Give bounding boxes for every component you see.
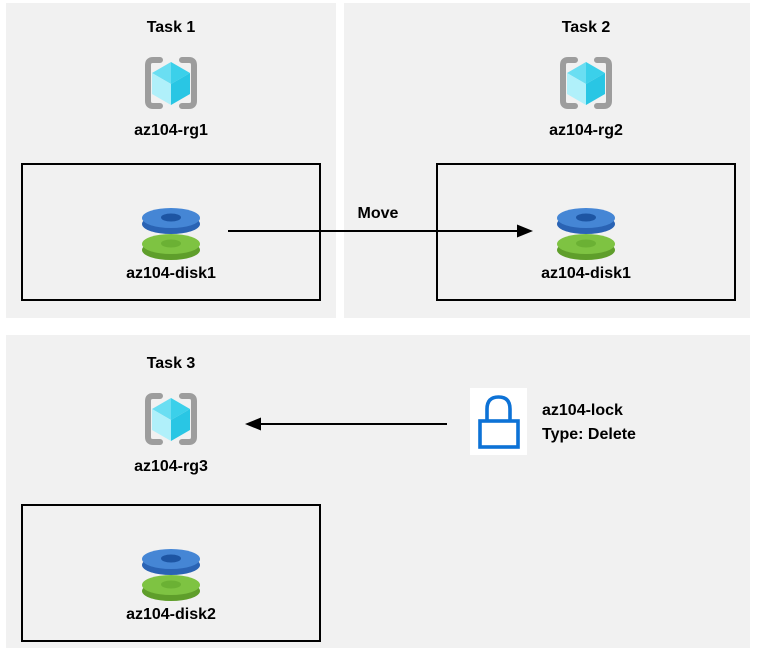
resource-group-icon bbox=[140, 53, 202, 113]
disk-name: az104-disk1 bbox=[126, 265, 216, 282]
resource-group-name: az104-rg2 bbox=[549, 122, 623, 139]
resource-box: az104-disk1 bbox=[436, 163, 736, 301]
task2-title: Task 2 bbox=[561, 19, 611, 36]
task3-title: Task 3 bbox=[146, 355, 196, 372]
task1-title: Task 1 bbox=[146, 19, 196, 36]
disk-name: az104-disk1 bbox=[541, 265, 631, 282]
managed-disk-icon bbox=[555, 205, 617, 261]
lock-name: az104-lock bbox=[542, 402, 623, 419]
managed-disk-icon bbox=[140, 205, 202, 261]
resource-group-icon bbox=[555, 53, 617, 113]
resource-group-name: az104-rg1 bbox=[134, 122, 208, 139]
lock-icon bbox=[470, 388, 527, 455]
resource-box: az104-disk1 bbox=[21, 163, 321, 301]
lock-type: Type: Delete bbox=[542, 426, 636, 443]
task1-panel: Task 1 az104-rg1 az104-disk1 bbox=[6, 3, 336, 318]
move-arrow-label: Move bbox=[357, 205, 399, 222]
resource-group-name: az104-rg3 bbox=[134, 458, 208, 475]
resource-group-icon bbox=[140, 389, 202, 449]
disk-name: az104-disk2 bbox=[126, 606, 216, 623]
task1-content: Task 1 az104-rg1 az104-disk1 bbox=[6, 3, 336, 318]
lock-body bbox=[478, 419, 520, 449]
lock-annotation: az104-lock Type: Delete bbox=[542, 399, 636, 447]
task2-content: Task 2 az104-rg2 az104-disk1 bbox=[421, 3, 751, 318]
lock-shackle bbox=[485, 395, 512, 422]
task3-content: Task 3 az104-rg3 az104-disk2 bbox=[6, 339, 336, 652]
task2-panel: Task 2 az104-rg2 az104-disk1 bbox=[344, 3, 750, 318]
resource-box: az104-disk2 bbox=[21, 504, 321, 642]
managed-disk-icon bbox=[140, 546, 202, 602]
task3-panel: Task 3 az104-rg3 az104-disk2 az104-lock … bbox=[6, 335, 750, 648]
